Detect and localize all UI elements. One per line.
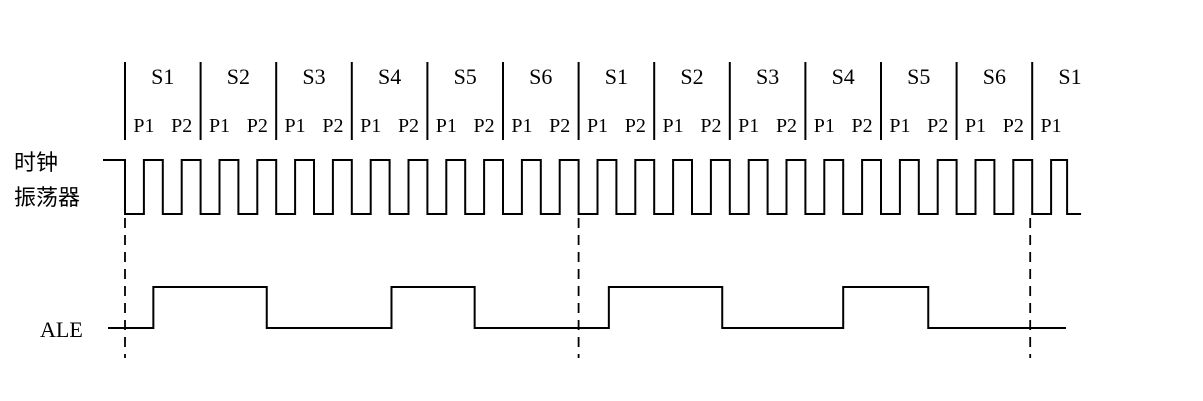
phase-label: P1 [965,115,986,137]
state-label: S3 [756,64,779,89]
phase-row: P1 P2 P1 P2 P1 P2 P1 P2 P1 P2 P1 P2 P1 P2 P1 P2 P1 P2 P1 P2… [133,115,1061,137]
phase-label: P1 [133,115,154,137]
state-label: S6 [983,64,1006,89]
state-label: S2 [680,64,703,89]
state-row: S1 S2 S3 S4 S5 S6 S1 S2 S3 S4 S5 S6 S1 [151,64,1081,89]
clock-oscillator-signal: 时钟 振荡器 [14,150,1082,215]
state-label: S5 [454,64,477,89]
clock-label-line2: 振荡器 [14,185,80,210]
state-label: S1 [605,64,628,89]
state-label: S4 [378,64,401,89]
phase-label: P2 [776,115,797,137]
clock-label-line1: 时钟 [14,150,58,175]
phase-label: P2 [171,115,192,137]
phase-label: P1 [663,115,684,137]
state-label: S1 [151,64,174,89]
phase-label: P2 [549,115,570,137]
state-label: S3 [302,64,325,89]
phase-label: P1 [1041,115,1062,137]
clock-waveform [103,159,1082,215]
state-label: S2 [227,64,250,89]
state-label: S4 [832,64,855,89]
ale-waveform [108,286,1066,329]
phase-label: P1 [285,115,306,137]
phase-label: P2 [474,115,495,137]
phase-label: P2 [322,115,343,137]
phase-label: P1 [889,115,910,137]
phase-label: P2 [852,115,873,137]
phase-label: P1 [209,115,230,137]
phase-label: P2 [1003,115,1024,137]
phase-label: P2 [625,115,646,137]
state-separators [124,62,1034,140]
phase-label: P2 [398,115,419,137]
phase-label: P2 [247,115,268,137]
phase-label: P2 [927,115,948,137]
phase-label: P1 [511,115,532,137]
phase-label: P1 [738,115,759,137]
ale-label: ALE [40,317,83,342]
phase-label: P1 [360,115,381,137]
state-label: S6 [529,64,552,89]
phase-label: P2 [700,115,721,137]
phase-label: P1 [587,115,608,137]
dashed-markers [124,218,1032,358]
ale-signal: ALE [40,286,1066,342]
phase-label: P1 [814,115,835,137]
state-label: S5 [907,64,930,89]
phase-label: P1 [436,115,457,137]
state-label: S1 [1058,64,1081,89]
